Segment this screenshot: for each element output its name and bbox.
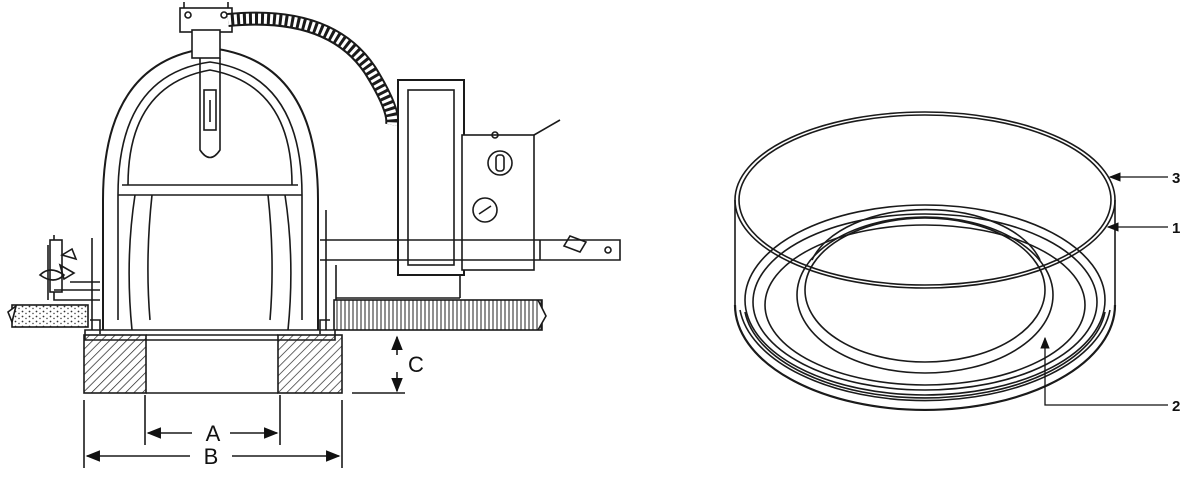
dimension-a bbox=[144, 395, 281, 445]
ring-bottom-edge bbox=[733, 304, 1117, 412]
plaster-frame bbox=[91, 210, 621, 330]
callout-3-label: 3 bbox=[1172, 170, 1180, 187]
ring-lip bbox=[744, 204, 1106, 396]
callout-leaders bbox=[1040, 172, 1168, 406]
fixture-side-view bbox=[7, 2, 621, 468]
callout-1-label: 1 bbox=[1172, 220, 1180, 237]
trim-section bbox=[83, 334, 343, 394]
aperture-opening bbox=[796, 216, 1054, 374]
dimension-a-label: A bbox=[206, 421, 221, 446]
ring-top-edge bbox=[734, 111, 1116, 289]
callout-2-label: 2 bbox=[1172, 398, 1180, 415]
ceiling-material-left bbox=[7, 304, 89, 328]
dimension-b bbox=[83, 400, 343, 468]
junction-box bbox=[397, 79, 561, 276]
dimension-b-label: B bbox=[204, 444, 219, 469]
dimension-c-label: C bbox=[408, 352, 424, 377]
mounting-bracket-left bbox=[38, 235, 100, 301]
dimension-c bbox=[352, 335, 405, 394]
ring-side bbox=[734, 200, 1116, 305]
lamp-bulb bbox=[199, 58, 221, 159]
ceiling-material-right bbox=[333, 299, 547, 331]
lamp-socket bbox=[179, 2, 233, 59]
flexible-conduit bbox=[227, 11, 400, 127]
trim-ring-perspective bbox=[733, 111, 1117, 412]
